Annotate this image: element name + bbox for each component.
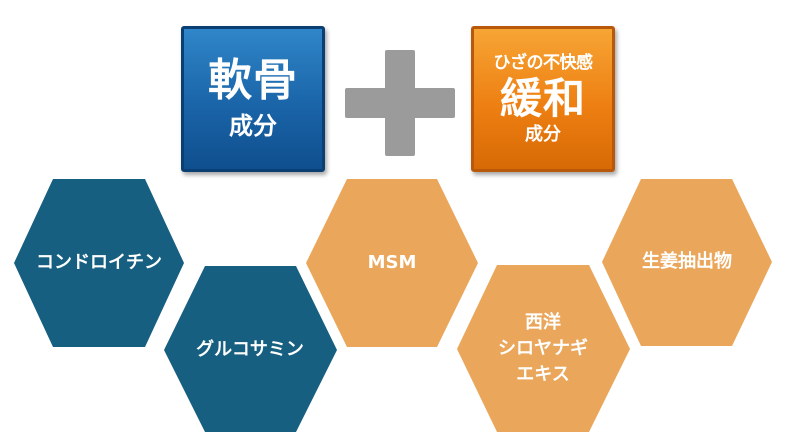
- hexagon-label-ginger: 生姜抽出物: [642, 251, 732, 272]
- hexagon-msm: [306, 179, 478, 347]
- hexagon-chondroitin: [14, 179, 184, 347]
- cartilage-component-badge: 軟骨 成分: [181, 26, 325, 172]
- badge-title: 軟骨: [208, 55, 298, 106]
- plus-icon: [345, 50, 455, 156]
- hexagon-label-white-willow: 西洋 シロヤナギ エキス: [498, 310, 588, 388]
- badge-subtitle: 成分: [229, 112, 277, 140]
- badge-title: 緩和: [499, 74, 586, 123]
- badge-top-text: ひざの不快感: [493, 53, 594, 73]
- knee-relief-component-badge: ひざの不快感 緩和 成分: [471, 26, 615, 172]
- label-line: エキス: [516, 364, 570, 385]
- label-line: 西洋: [525, 312, 561, 333]
- hexagon-label-msm: MSM: [367, 252, 417, 273]
- label-line: シロヤナギ: [498, 338, 588, 359]
- badge-subtitle: 成分: [525, 124, 561, 145]
- hexagon-label-chondroitin: コンドロイチン: [36, 252, 162, 273]
- hexagon-glucosamine: [164, 266, 337, 432]
- hexagon-ginger: [602, 179, 772, 346]
- hexagon-label-glucosamine: グルコサミン: [196, 339, 304, 360]
- hexagon-white-willow: [457, 265, 630, 432]
